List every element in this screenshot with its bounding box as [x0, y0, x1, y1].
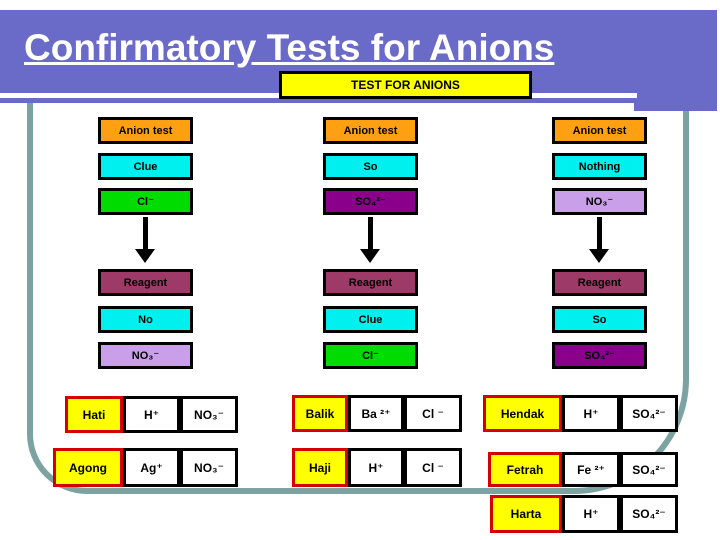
cation-cell: H⁺	[348, 448, 404, 487]
test-for-anions-banner: TEST FOR ANIONS	[279, 71, 532, 99]
anion-cell: SO₄²⁻	[620, 395, 678, 432]
flow-step-anion-test: Anion test	[323, 117, 418, 144]
flow-step-anion-test: Anion test	[552, 117, 647, 144]
cation-cell: Ag⁺	[123, 448, 180, 487]
flow-step-reagent: Reagent	[323, 269, 418, 296]
anion-cell: SO₄²⁻	[620, 495, 678, 533]
anion-cell: Cl ⁻	[404, 448, 462, 487]
mnemonic-name-cell: Fetrah	[488, 452, 562, 487]
cation-cell: Ba ²⁺	[348, 395, 404, 432]
anion-cell: SO₄²⁻	[620, 452, 678, 487]
anion-cell: NO₃⁻	[180, 396, 238, 433]
flow-step-reagent: Reagent	[552, 269, 647, 296]
flow-step-ion: NO₃⁻	[552, 188, 647, 215]
anion-cell: NO₃⁻	[180, 448, 238, 487]
flow-step-result-ion: SO₄²⁻	[552, 342, 647, 369]
cation-cell: Fe ²⁺	[562, 452, 620, 487]
flow-step-result-observation: Clue	[323, 306, 418, 333]
flow-step-observation: Nothing	[552, 153, 647, 180]
flow-step-anion-test: Anion test	[98, 117, 193, 144]
flow-step-result-ion: NO₃⁻	[98, 342, 193, 369]
title-bar-step	[634, 93, 717, 111]
flow-step-observation: Clue	[98, 153, 193, 180]
down-arrow-icon	[135, 217, 155, 263]
down-arrow-icon	[589, 217, 609, 263]
cation-cell: H⁺	[562, 495, 620, 533]
flow-step-result-ion: Cl⁻	[323, 342, 418, 369]
flow-step-result-observation: No	[98, 306, 193, 333]
flow-step-ion: SO₄²⁻	[323, 188, 418, 215]
slide-title: Confirmatory Tests for Anions	[24, 27, 555, 68]
mnemonic-name-cell: Haji	[292, 448, 348, 487]
cation-cell: H⁺	[123, 396, 180, 433]
mnemonic-name-cell: Agong	[53, 448, 123, 487]
flow-step-result-observation: So	[552, 306, 647, 333]
mnemonic-name-cell: Balik	[292, 395, 348, 432]
cation-cell: H⁺	[562, 395, 620, 432]
flow-step-observation: So	[323, 153, 418, 180]
mnemonic-name-cell: Hati	[65, 396, 123, 433]
flow-step-ion: Cl⁻	[98, 188, 193, 215]
flow-step-reagent: Reagent	[98, 269, 193, 296]
mnemonic-name-cell: Hendak	[483, 395, 562, 432]
anion-cell: Cl ⁻	[404, 395, 462, 432]
down-arrow-icon	[360, 217, 380, 263]
mnemonic-name-cell: Harta	[490, 495, 562, 533]
